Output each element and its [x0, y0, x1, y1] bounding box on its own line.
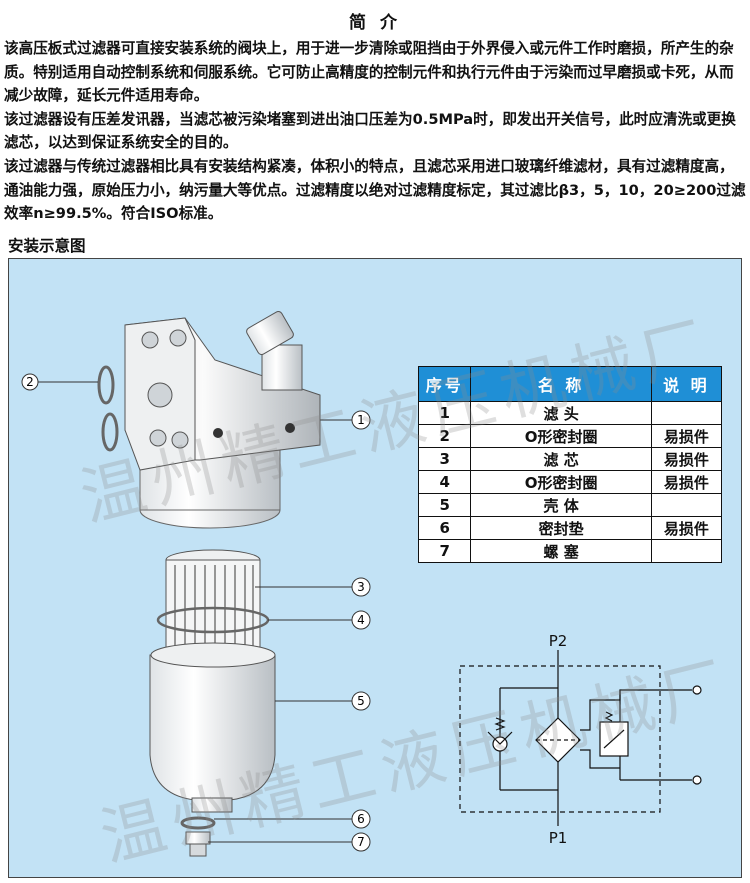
filter-housing — [149, 642, 276, 813]
cell-name: 密封垫 — [470, 516, 652, 540]
table-row: 7 螺 塞 — [417, 539, 723, 563]
table-row: 3 滤 芯 易损件 — [417, 447, 723, 471]
cell-no: 6 — [417, 516, 472, 540]
callout-5 — [351, 691, 371, 711]
callout-label-7: 7 — [357, 835, 365, 849]
intro-paragraph-1: 该高压板式过滤器可直接安装系统的阀块上，用于进一步清除或阻挡由于外界侵入或元件工… — [4, 40, 734, 105]
cell-name: 滤 头 — [470, 401, 652, 425]
cell-no: 2 — [417, 424, 472, 448]
cell-no: 7 — [417, 539, 472, 563]
cell-name: 螺 塞 — [470, 539, 652, 563]
cell-name: 滤 芯 — [470, 447, 652, 471]
table-row: 4 O形密封圈 易损件 — [417, 470, 723, 494]
cell-no: 1 — [417, 401, 472, 425]
cell-no: 4 — [417, 470, 472, 494]
callout-2 — [21, 373, 39, 391]
callout-3 — [351, 577, 371, 597]
seal-gasket — [180, 816, 216, 830]
intro-text: 该高压板式过滤器可直接安装系统的阀块上，用于进一步清除或阻挡由于外界侵入或元件工… — [4, 37, 746, 226]
hydraulic-schematic — [459, 650, 702, 826]
cell-note: 易损件 — [650, 516, 723, 540]
callout-label-1: 1 — [357, 413, 365, 427]
section-title: 安装示意图 — [8, 237, 86, 255]
page-title: 简 介 — [349, 13, 401, 33]
callout-7 — [351, 832, 371, 852]
callout-1 — [351, 410, 371, 430]
col-header-name: 名 称 — [470, 366, 652, 402]
table-header-row: 序号 名 称 说 明 — [417, 366, 723, 402]
o-rings-2 — [97, 365, 119, 452]
port-p2: P2 — [549, 632, 568, 650]
cell-name: 壳 体 — [470, 493, 652, 517]
cell-no: 5 — [417, 493, 472, 517]
cell-name: O形密封圈 — [470, 470, 652, 494]
parts-table: 序号 名 称 说 明 1 滤 头 2 O形密封圈 易损件 3 滤 芯 易损件 4… — [417, 366, 723, 563]
callout-label-4: 4 — [357, 613, 365, 627]
cell-note: 易损件 — [650, 424, 723, 448]
screw-plug — [185, 831, 211, 857]
table-row: 5 壳 体 — [417, 493, 723, 517]
cell-note: 易损件 — [650, 447, 723, 471]
intro-paragraph-3: 该过滤器与传统过滤器相比具有安装结构紧凑，体积小的特点，且滤芯采用进口玻璃纤维滤… — [4, 157, 746, 223]
cell-note — [650, 539, 723, 563]
filter-head — [124, 310, 321, 529]
intro-paragraph-2: 该过滤器设有压差发讯器，当滤芯被污染堵塞到进出油口压差为0.5MPa时，即发出开… — [4, 110, 736, 152]
table-row: 2 O形密封圈 易损件 — [417, 424, 723, 448]
callout-4 — [351, 610, 371, 630]
port-p1: P1 — [549, 829, 568, 847]
cell-note: 易损件 — [650, 470, 723, 494]
col-header-no: 序号 — [417, 366, 472, 402]
callout-label-2: 2 — [26, 375, 34, 389]
callout-label-6: 6 — [357, 812, 365, 826]
callout-6 — [351, 809, 371, 829]
table-row: 1 滤 头 — [417, 401, 723, 425]
table-row: 6 密封垫 易损件 — [417, 516, 723, 540]
cell-note — [650, 493, 723, 517]
cell-no: 3 — [417, 447, 472, 471]
callout-label-5: 5 — [357, 694, 365, 708]
callout-label-3: 3 — [357, 580, 365, 594]
col-header-note: 说 明 — [650, 366, 723, 402]
cell-note — [650, 401, 723, 425]
cell-name: O形密封圈 — [470, 424, 652, 448]
